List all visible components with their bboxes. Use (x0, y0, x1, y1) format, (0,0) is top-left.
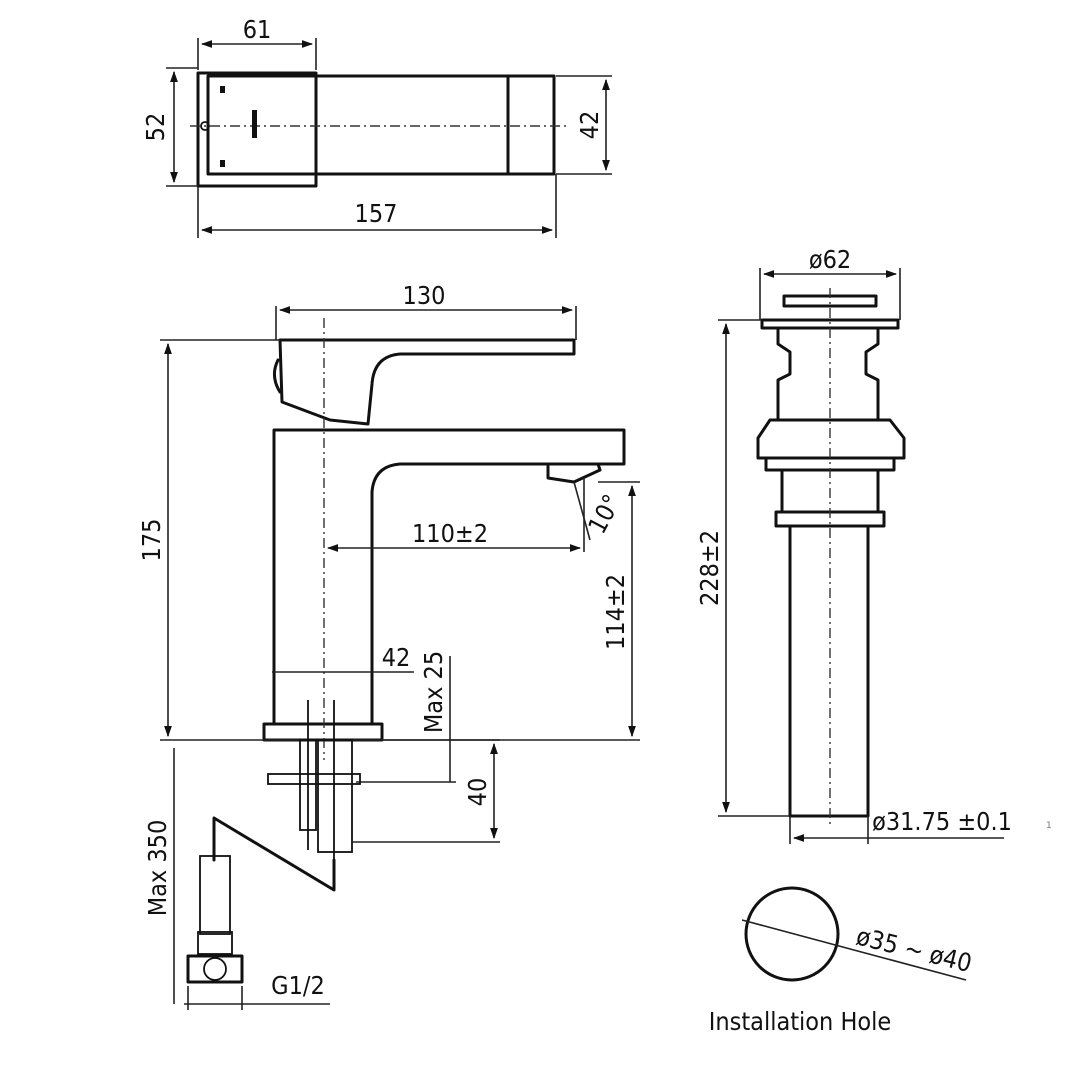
top-view-marker (220, 160, 225, 167)
install-hole-circle (744, 886, 840, 982)
dim-top-width: 61 (243, 15, 272, 44)
dim-max-hose: Max 350 (143, 820, 172, 917)
dim-pipe-diameter: ø31.75 ±0.1 (872, 807, 1012, 836)
aerator (546, 462, 602, 484)
hex-nut-face (203, 957, 227, 981)
angle-line (573, 481, 591, 541)
dim-shank-length: 40 (463, 778, 492, 807)
top-view-logo-mark (252, 110, 257, 138)
waste-tail-pipe (788, 524, 870, 818)
dim-overall-length: 157 (355, 199, 398, 228)
dim-spray-angle: 10° (582, 490, 626, 539)
dim-max-deck: Max 25 (419, 651, 448, 733)
top-view-body (206, 74, 556, 176)
waste-body (776, 326, 880, 422)
dim-flange-diameter: ø62 (809, 245, 851, 274)
top-view-base (196, 71, 318, 188)
dim-spout-reach: 110±2 (412, 519, 488, 548)
flange (760, 318, 900, 330)
top-view-pivot (200, 121, 210, 131)
top-view: 61 52 42 157 (141, 15, 612, 238)
dim-left-depth: 52 (141, 113, 170, 142)
dim-spout-height: 114±2 (601, 574, 630, 650)
hose-fitting (186, 855, 244, 984)
waste-collar (756, 418, 906, 460)
dim-right-depth: 42 (575, 111, 604, 140)
shank-tube (317, 739, 353, 853)
base-plate (262, 722, 384, 742)
hose-tube (199, 855, 231, 935)
shank-assembly (267, 700, 361, 860)
corner-mark: 1 (1046, 821, 1052, 831)
dim-body-width: 42 (382, 643, 411, 672)
body-and-spout (272, 428, 626, 726)
handle-knob (273, 358, 282, 394)
handle (278, 338, 576, 426)
hex-nut (186, 954, 244, 984)
dim-line (741, 919, 967, 981)
dim-waste-length: 228±2 (695, 530, 724, 606)
mounting-nut (267, 773, 361, 785)
waste-view: ø62 228±2 ø31.75 ±0.1 (695, 245, 1012, 844)
hose-break (212, 816, 336, 892)
dim-handle-length: 130 (403, 281, 446, 310)
thread-label: G1/2 (271, 971, 325, 1000)
side-view: 130 175 110±2 10° 114±2 42 Max 25 (137, 281, 640, 1010)
dim-total-height: 175 (137, 519, 166, 562)
installation-hole: ø35 ~ ø40 Installation Hole (709, 886, 975, 1036)
install-hole-label: Installation Hole (709, 1007, 891, 1036)
hose-ferrule (197, 931, 233, 955)
top-view-marker (220, 86, 225, 93)
dim-hole-diameter: ø35 ~ ø40 (853, 921, 974, 978)
plug-cap (782, 294, 878, 308)
